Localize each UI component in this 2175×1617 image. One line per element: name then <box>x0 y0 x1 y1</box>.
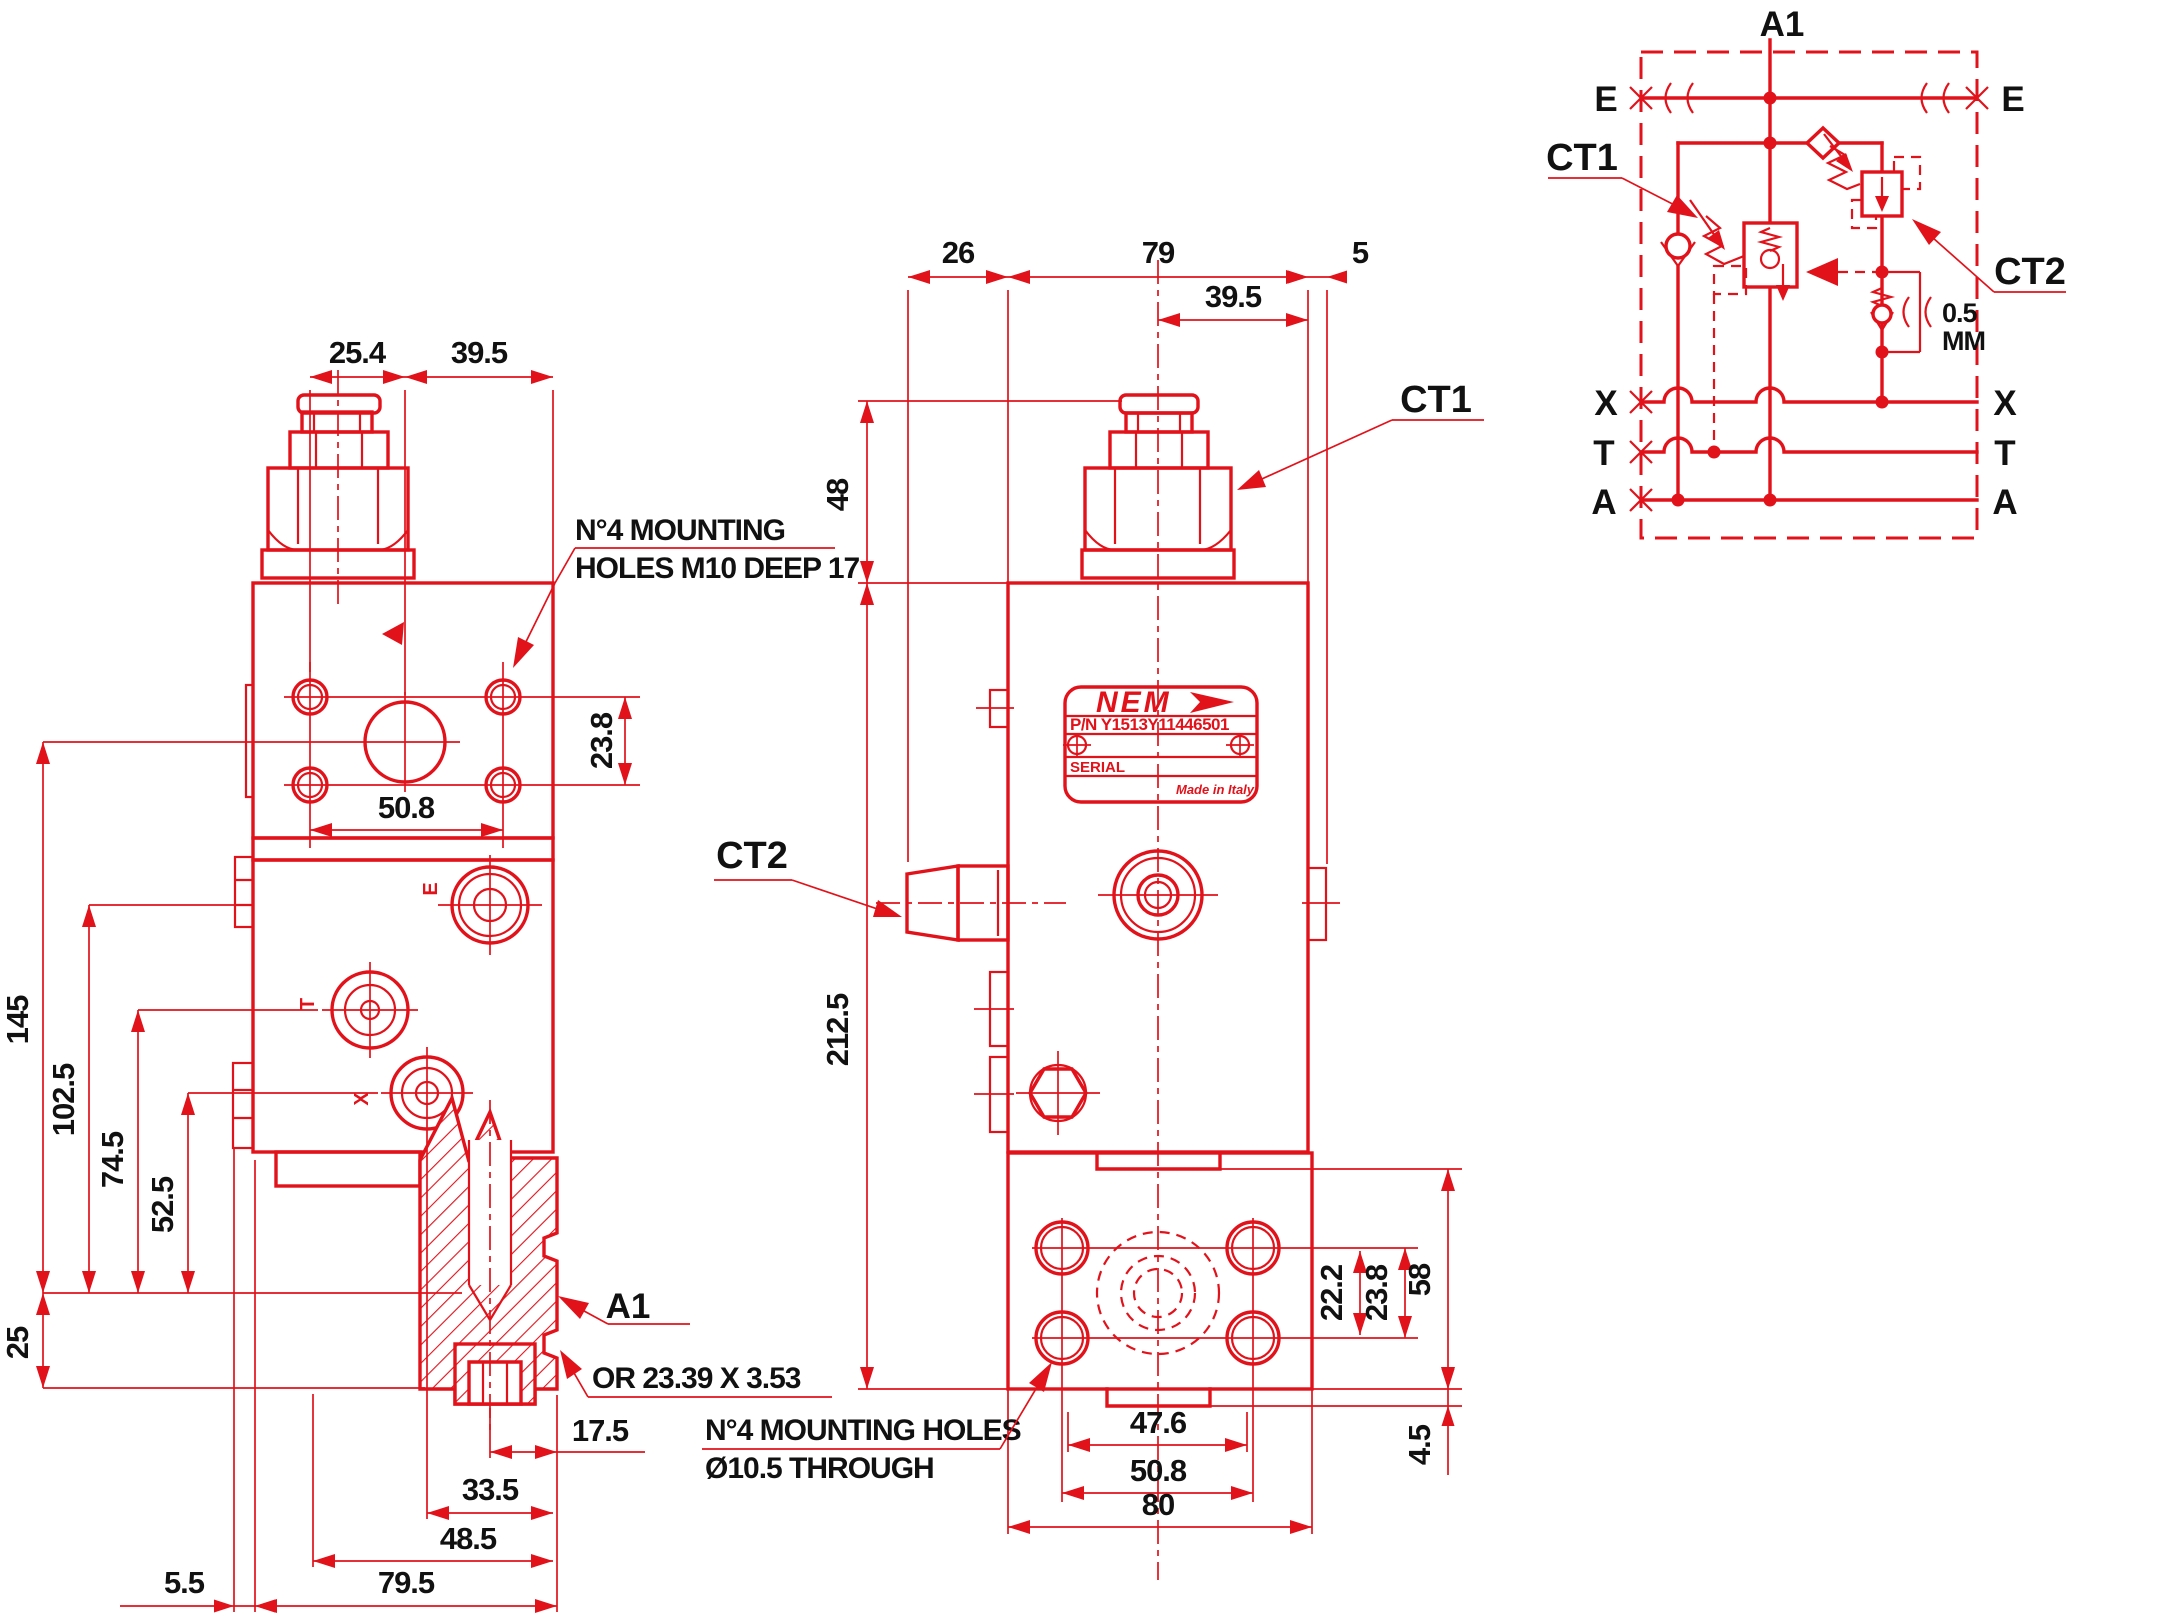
port-x-right: X <box>1993 384 2017 423</box>
brand-arrow-icon <box>1190 692 1234 713</box>
note-mounting-line2: HOLES M10 DEEP 17 <box>575 552 860 585</box>
nameplate: NEM P/N Y1513Y11446501 SERIAL Made in It… <box>1063 685 1259 804</box>
schematic-ct1: CT1 <box>1546 137 1618 179</box>
port-x: X <box>351 1047 473 1139</box>
dim-22-2: 22.2 <box>1314 1265 1349 1321</box>
dim-height-total: 145 <box>0 995 35 1044</box>
port-e-mark: E <box>420 882 442 895</box>
port-x-left: X <box>1594 384 1618 423</box>
nameplate-pn: P/N Y1513Y11446501 <box>1070 715 1229 734</box>
t-line <box>1639 436 1979 454</box>
port-a-left: A <box>1591 483 1616 522</box>
dim-height-t: 74.5 <box>95 1131 130 1188</box>
dim-height-x: 52.5 <box>145 1176 180 1233</box>
schematic-ct2: CT2 <box>1994 251 2066 293</box>
port-x-mark: X <box>351 1092 373 1106</box>
nameplate-serial: SERIAL <box>1070 759 1125 776</box>
port-e: E <box>420 855 542 955</box>
callout-oring: OR 23.39 X 3.53 <box>592 1362 801 1395</box>
note-flange-holes-line2: Ø10.5 THROUGH <box>705 1452 934 1485</box>
x-line <box>1639 386 1979 404</box>
callout-ct1: CT1 <box>1400 379 1472 421</box>
port-t-mark: T <box>297 998 319 1010</box>
left-view-dimensions: 25.4 39.5 23.8 50.8 N°4 MOUNTING HOLES M… <box>0 335 861 1613</box>
left-view: E T X 25.4 39.5 <box>0 335 861 1613</box>
section-arrow-icon <box>382 622 404 645</box>
dim-80: 80 <box>1142 1487 1174 1522</box>
orifice-symbol <box>1902 296 1932 328</box>
front-view: NEM P/N Y1513Y11446501 SERIAL Made in It… <box>702 235 1484 1580</box>
port-t-left: T <box>1593 434 1614 473</box>
port-t-right: T <box>1994 434 2015 473</box>
filter-symbol <box>1804 125 1842 161</box>
dim-5-5: 5.5 <box>164 1565 205 1600</box>
dim-17-5: 17.5 <box>572 1413 629 1448</box>
dim-4-5: 4.5 <box>1402 1424 1437 1465</box>
dim-23-8: 23.8 <box>1359 1264 1394 1321</box>
schematic-title-a1: A1 <box>1760 5 1805 44</box>
plug-symbol-left <box>1664 82 1694 114</box>
orifice-value: 0.5 <box>1942 298 1978 328</box>
dim-50-8: 50.8 <box>1130 1453 1187 1488</box>
pilot-arrow-icon <box>1806 258 1838 286</box>
port-e-right: E <box>2001 80 2024 119</box>
dim-5: 5 <box>1352 235 1369 270</box>
dim-hole-spacing-h: 50.8 <box>378 790 435 825</box>
dim-edge-offset: 39.5 <box>451 335 508 370</box>
dim-58: 58 <box>1402 1263 1437 1296</box>
hydraulic-schematic: A1 0.5 MM <box>1546 5 2066 540</box>
note-mounting-line1: N°4 MOUNTING <box>575 514 785 547</box>
port-end-marks <box>1629 86 1989 512</box>
dim-hole-spacing-v: 23.8 <box>584 712 619 769</box>
dim-39-5: 39.5 <box>1205 279 1262 314</box>
note-flange-holes-line1: N°4 MOUNTING HOLES <box>705 1414 1021 1447</box>
port-e-left: E <box>1594 80 1617 119</box>
callout-ct2: CT2 <box>716 835 788 877</box>
dim-height-e: 102.5 <box>46 1063 81 1136</box>
dim-79-5: 79.5 <box>378 1565 435 1600</box>
mounting-flange <box>1006 1151 1314 1391</box>
nameplate-brand: NEM <box>1096 686 1172 719</box>
schematic-boundary <box>1639 50 1979 540</box>
callout-a1: A1 <box>606 1287 651 1326</box>
dim-nut-offset: 25.4 <box>329 335 387 370</box>
dim-48-5: 48.5 <box>440 1521 497 1556</box>
dim-48: 48 <box>820 478 855 511</box>
port-a-right: A <box>1992 483 2017 522</box>
ct1-valve <box>1742 221 1799 289</box>
plug-symbol-right <box>1920 82 1950 114</box>
bypass-spring <box>1869 286 1896 308</box>
front-view-dimensions: 26 79 5 39.5 48 212.5 CT1 CT2 <box>702 235 1484 1534</box>
dim-79: 79 <box>1142 235 1175 270</box>
dim-47-6: 47.6 <box>1130 1405 1187 1440</box>
orifice-unit: MM <box>1942 326 1985 356</box>
dim-height-bottom: 25 <box>0 1326 35 1359</box>
dim-212-5: 212.5 <box>820 993 855 1066</box>
a1-port-hidden <box>1095 1230 1221 1356</box>
nameplate-made-in: Made in Italy <box>1176 782 1255 797</box>
dim-26: 26 <box>942 235 975 270</box>
dim-33-5: 33.5 <box>462 1472 519 1507</box>
port-t: T <box>297 962 418 1058</box>
right-tab <box>1306 866 1328 942</box>
ct1-check-spring <box>1756 226 1784 253</box>
ct2-knob <box>876 864 1066 942</box>
check-valve-ball <box>1664 232 1692 260</box>
